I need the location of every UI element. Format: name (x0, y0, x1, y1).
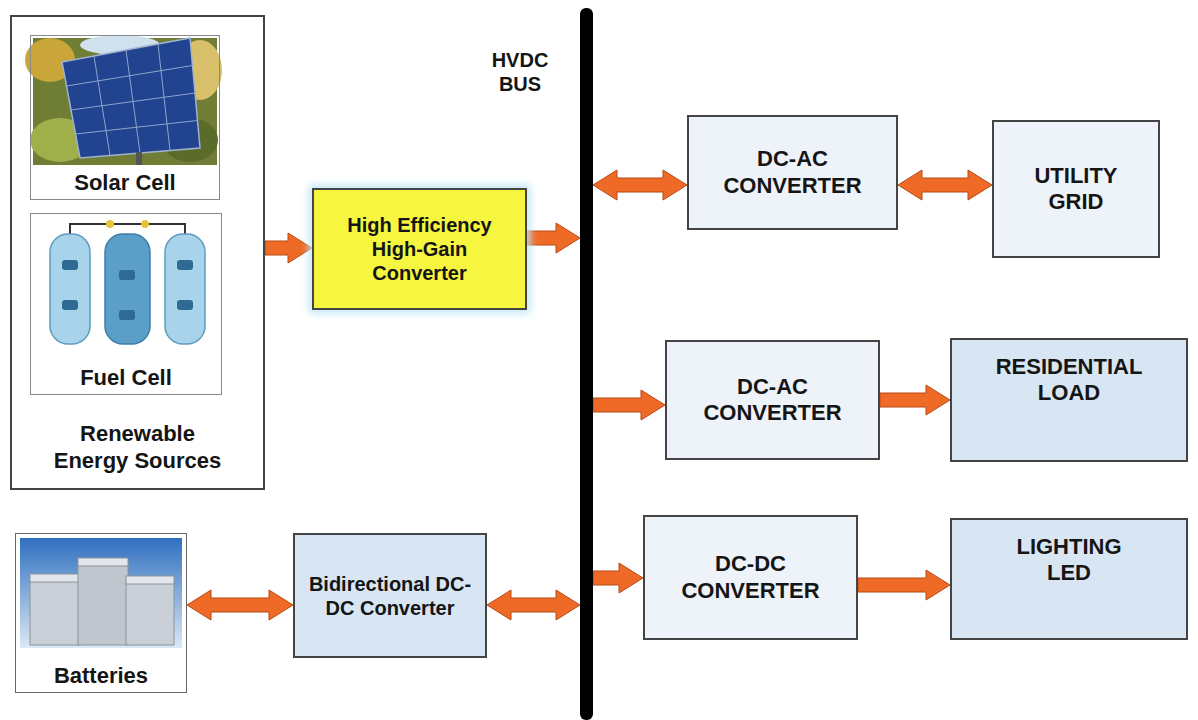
grid-box: UTILITY GRID (992, 120, 1160, 258)
dc-bus: HVDC BUS (580, 8, 593, 720)
block-arrow (858, 570, 950, 600)
load-box: LIGHTING LED (950, 518, 1188, 640)
fuel-cell-picture (50, 220, 205, 344)
source-panel: Renewable Energy Sources Solar CellFuel C… (10, 15, 265, 490)
block-arrow (265, 233, 312, 263)
block-arrow (593, 563, 643, 593)
node-label: Bidirectional DC-DC Converter (305, 572, 475, 620)
picture-box: Batteries (15, 533, 187, 693)
node-label: UTILITY GRID (1011, 163, 1141, 216)
node-label: High Efficiency High-Gain Converter (330, 213, 510, 285)
node-label: Fuel Cell (80, 365, 172, 391)
battery-picture (20, 538, 182, 648)
block-arrow (487, 590, 580, 620)
block-arrow (898, 170, 992, 200)
converter-box: Bidirectional DC-DC Converter (293, 533, 487, 658)
converter-box: High Efficiency High-Gain Converter (312, 188, 527, 310)
load-box: RESIDENTIAL LOAD (950, 338, 1188, 462)
node-label: RESIDENTIAL LOAD (974, 354, 1164, 407)
bus-label: HVDC BUS (480, 48, 560, 96)
node-label: DC-AC CONVERTER (713, 146, 873, 199)
picture-box: Fuel Cell (30, 213, 222, 395)
block-arrow (593, 170, 687, 200)
node-label: DC-AC CONVERTER (693, 374, 853, 427)
node-label: Batteries (54, 663, 148, 689)
node-label: LIGHTING LED (1004, 534, 1134, 587)
picture-box: Solar Cell (30, 35, 220, 200)
block-arrow (593, 390, 665, 420)
converter-box: DC-AC CONVERTER (665, 340, 880, 460)
converter-box: DC-AC CONVERTER (687, 115, 898, 230)
node-label: Solar Cell (74, 170, 175, 196)
block-arrow (527, 223, 580, 253)
block-arrow (187, 590, 293, 620)
node-label: Renewable Energy Sources (45, 421, 230, 474)
converter-box: DC-DC CONVERTER (643, 515, 858, 640)
block-arrow (880, 385, 950, 415)
solar-panel-picture (25, 35, 222, 165)
node-label: DC-DC CONVERTER (671, 551, 831, 604)
